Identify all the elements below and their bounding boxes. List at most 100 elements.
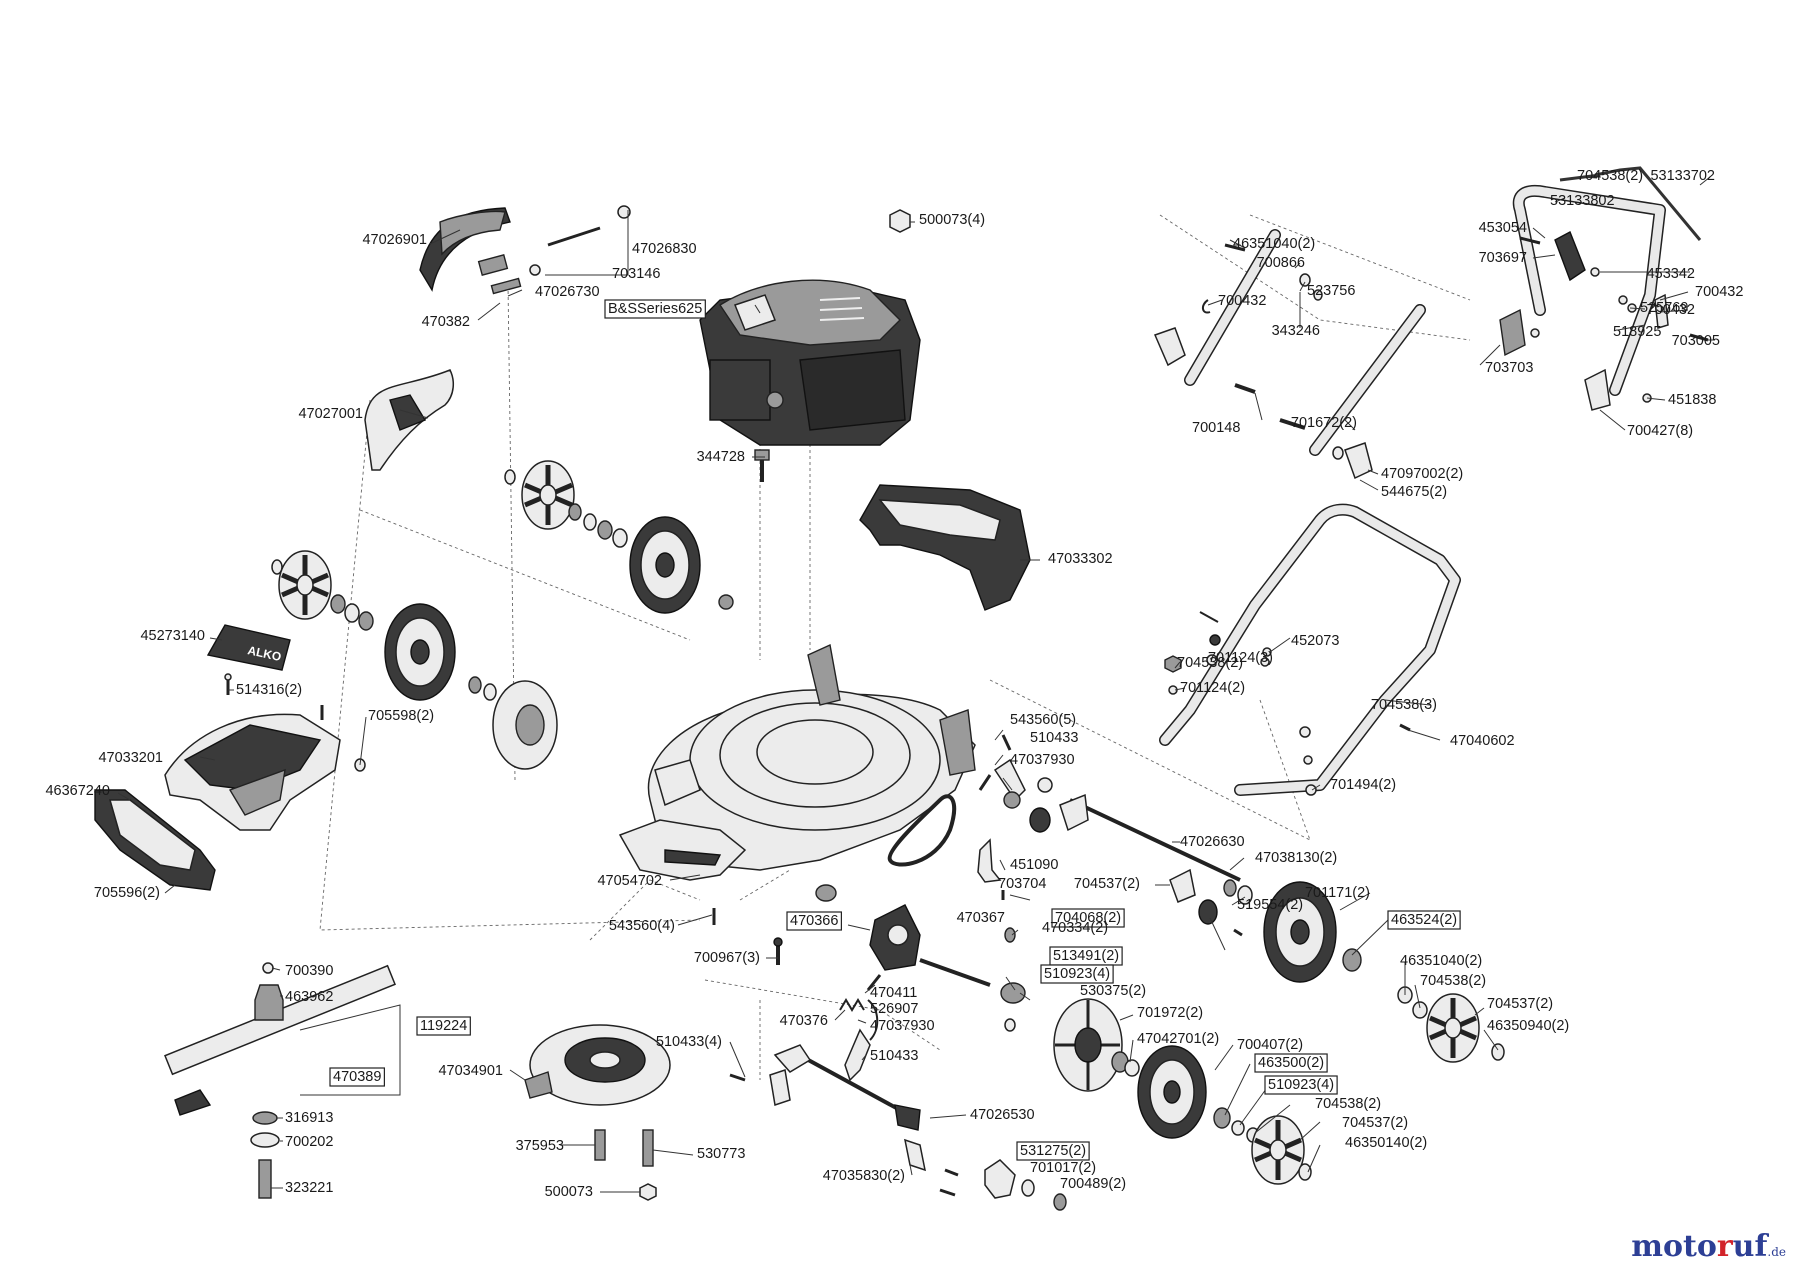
brand-plate: ALKO xyxy=(206,624,291,671)
part-label: 500073(4) xyxy=(919,212,985,228)
part-label: 53133702 xyxy=(1650,168,1715,184)
part-label: 47040602 xyxy=(1450,733,1515,749)
part-label: 470411 xyxy=(870,985,917,1001)
wheel-front-right xyxy=(1137,1045,1260,1143)
part-label: 47026530 xyxy=(970,1107,1035,1123)
part-label: 514316(2) xyxy=(236,682,302,698)
part-label: 701672(2) xyxy=(1291,415,1357,431)
wheel-front-disc xyxy=(1004,998,1140,1092)
front-guard xyxy=(94,789,216,891)
part-label: 323221 xyxy=(285,1180,333,1196)
part-label: 518925 xyxy=(1613,324,1661,340)
part-label-box xyxy=(1254,1053,1328,1073)
part-label: 704538(2) xyxy=(1177,655,1243,671)
engine-block xyxy=(699,279,921,446)
part-label: 526907 xyxy=(870,1001,918,1017)
part-label: 705596(2) xyxy=(94,885,160,901)
part-label: 701494(2) xyxy=(1330,777,1396,793)
part-label: 375953 xyxy=(516,1138,564,1154)
part-label-box xyxy=(416,1016,471,1036)
part-label: 704538(2) xyxy=(1420,973,1486,989)
part-label: 704068(2) xyxy=(1055,910,1121,926)
front-cover xyxy=(164,713,341,831)
part-label: 47037930 xyxy=(870,1018,935,1034)
part-number-labels: 4702690147026830703146470267304703825000… xyxy=(0,0,1743,1200)
lever-shaft-47026530 xyxy=(729,1044,959,1197)
part-label: 703697 xyxy=(1479,250,1527,266)
middle-handle xyxy=(1153,229,1426,480)
part-label: 701171(2) xyxy=(1305,885,1370,901)
part-label: 700202 xyxy=(285,1134,333,1150)
watermark-logo: motoruf.de xyxy=(1631,1229,1786,1264)
part-label: 470366 xyxy=(790,913,838,929)
part-label: 46367240 xyxy=(45,783,110,799)
nut-500073 xyxy=(889,209,911,233)
wheel-rear-right xyxy=(1263,881,1428,1019)
screw-700967 xyxy=(773,937,783,965)
part-label: 510433 xyxy=(1030,730,1078,746)
wheel-bearings-2 xyxy=(330,594,374,631)
belt xyxy=(887,794,957,867)
part-label-box xyxy=(329,1067,385,1087)
bracket-451090 xyxy=(977,838,1002,883)
part-label: 47026630 xyxy=(1180,834,1245,850)
hubcap-rear-right xyxy=(1426,993,1505,1063)
part-label: 530375(2) xyxy=(1080,983,1146,999)
part-label: 701124(3) xyxy=(1208,650,1273,666)
part-label: 700407(2) xyxy=(1237,1037,1303,1053)
part-label: 47033302 xyxy=(1048,551,1113,567)
part-label: 700390 xyxy=(285,963,333,979)
part-label: 703704 xyxy=(998,876,1046,892)
part-label: 46351040(2) xyxy=(1233,236,1315,252)
part-label: 47037930 xyxy=(1010,752,1075,768)
part-label: 451838 xyxy=(1668,392,1716,408)
upper-handle xyxy=(1499,166,1709,411)
part-label: 705598(2) xyxy=(368,708,434,724)
nut-rear-top xyxy=(718,594,734,610)
part-label: 47097002(2) xyxy=(1381,466,1463,482)
part-label: 544675(2) xyxy=(1381,484,1447,500)
pinion-531275 xyxy=(984,1159,1067,1211)
part-label: 701124(2) xyxy=(1180,680,1245,696)
part-label: 451090 xyxy=(1010,857,1058,873)
part-label: 519554(2) xyxy=(1237,897,1303,913)
engine-fins xyxy=(819,297,865,321)
part-label: 470334(2) xyxy=(1042,920,1108,936)
bolts-375953-530773 xyxy=(594,1129,657,1201)
lower-handle xyxy=(1159,503,1461,796)
part-label: 46350940(2) xyxy=(1487,1018,1569,1034)
part-label: 703146 xyxy=(612,266,660,282)
part-label-box xyxy=(1387,910,1461,930)
part-label: 344728 xyxy=(697,449,745,465)
part-label: 470367 xyxy=(957,910,1005,926)
part-label: 53133802 xyxy=(1550,193,1615,209)
watermark-brand-r: r xyxy=(1716,1229,1733,1264)
part-label: 510923(4) xyxy=(1268,1077,1334,1093)
watermark-brand-a: moto xyxy=(1631,1229,1717,1264)
wheel-rear-left xyxy=(384,603,456,701)
part-label-box xyxy=(1051,908,1125,928)
part-label: 47034901 xyxy=(438,1063,503,1079)
part-label: 453054 xyxy=(1479,220,1527,236)
washer-small-1 xyxy=(504,469,516,485)
part-label: 513491(2) xyxy=(1053,948,1119,964)
part-label-box xyxy=(1264,1075,1338,1095)
part-label: 452073 xyxy=(1291,633,1339,649)
part-label: 47042701(2) xyxy=(1137,1031,1219,1047)
part-label: 703703 xyxy=(1485,360,1533,376)
part-label: 704538(3) xyxy=(1371,697,1437,713)
part-label: 453342 xyxy=(1647,266,1695,282)
part-label: 45273140 xyxy=(140,628,205,644)
wheel-rear-top xyxy=(629,516,701,614)
watermark-brand-b: uf xyxy=(1732,1229,1768,1264)
mower-deck xyxy=(618,643,976,881)
part-label: 470389 xyxy=(333,1069,381,1085)
part-label: 510433(4) xyxy=(656,1034,722,1050)
part-label: 512369 xyxy=(0,0,48,4)
part-label: 704537(2) xyxy=(1074,876,1140,892)
hubcap-front-right xyxy=(1251,1115,1312,1185)
bracket-47026730 xyxy=(477,254,541,295)
gearbox xyxy=(815,884,1026,1004)
part-label: 700866 xyxy=(1257,255,1305,271)
